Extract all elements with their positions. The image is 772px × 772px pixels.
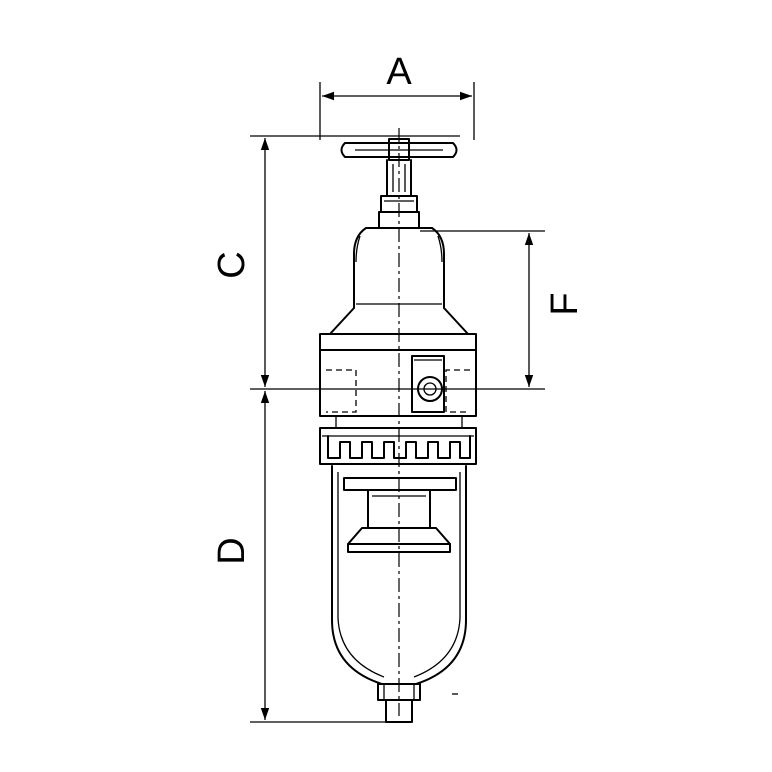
filter-element <box>343 477 457 553</box>
dimension-d: D <box>211 391 388 723</box>
dimension-c: C <box>211 135 480 390</box>
dimension-f: F <box>420 230 586 390</box>
main-body <box>319 333 477 428</box>
dimension-a: A <box>319 51 475 140</box>
dimension-label-d: D <box>211 537 253 564</box>
drain-valve <box>377 683 421 723</box>
dimension-label-a: A <box>386 51 412 93</box>
bowl-ring <box>319 427 477 465</box>
dimension-label-f: F <box>544 292 586 315</box>
dimension-label-c: C <box>211 251 253 278</box>
